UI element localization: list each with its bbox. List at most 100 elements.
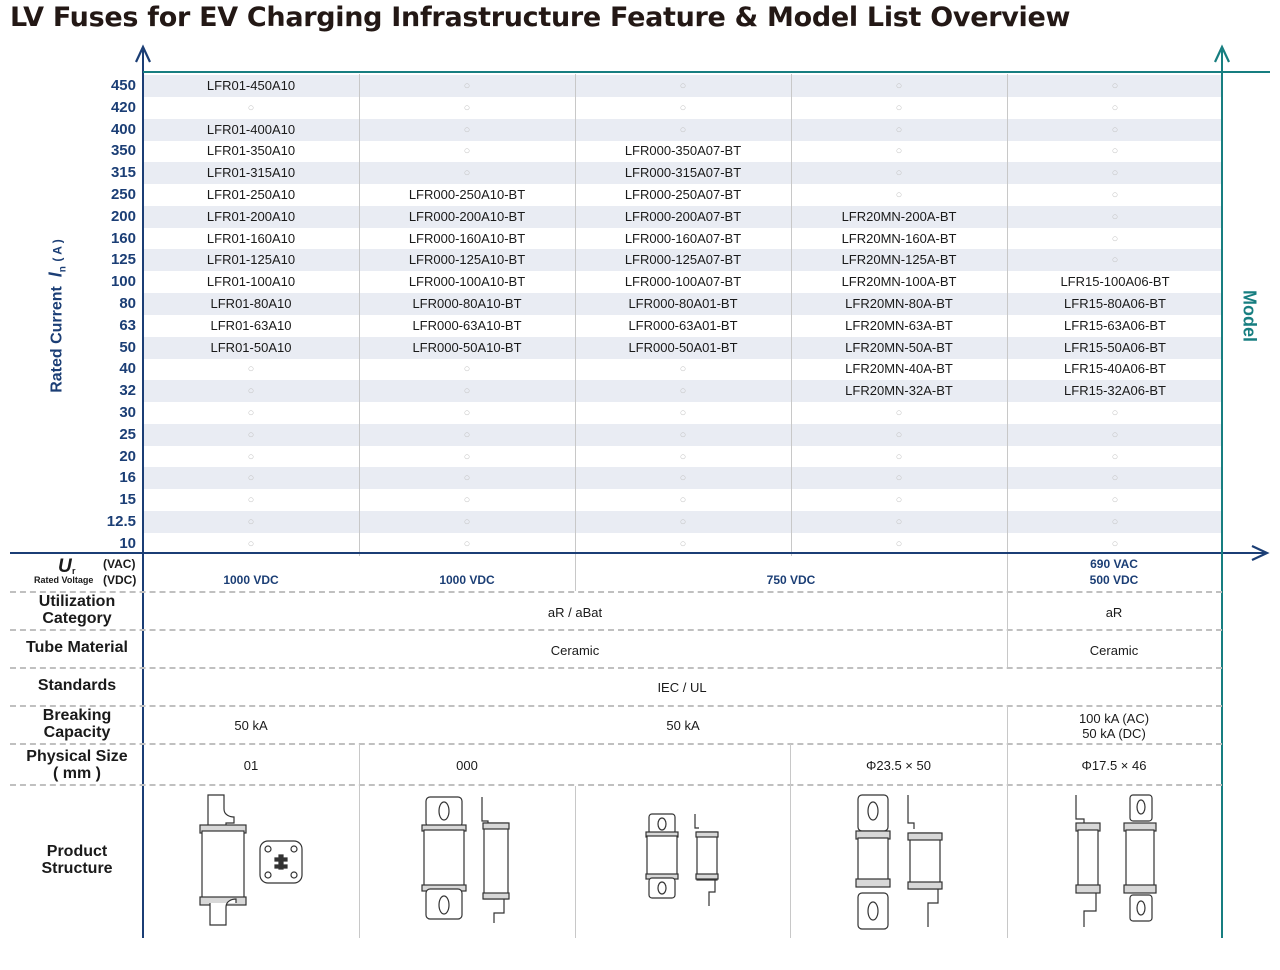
model-cell: LFR20MN-50A-BT (845, 339, 953, 355)
standards-value: IEC / UL (657, 680, 707, 695)
unavailable-marker: ○ (247, 516, 255, 528)
voltage-symbol: U (58, 556, 72, 577)
model-cell: LFR15-100A06-BT (1060, 274, 1170, 290)
unavailable-marker: ○ (1111, 450, 1119, 463)
rated-current-tick: 125 (110, 251, 136, 269)
voltage-unit-ac: (VAC) (103, 557, 136, 571)
rated-current-tick: 400 (110, 120, 136, 138)
model-cell: LFR20MN-160A-BT (841, 230, 957, 246)
unavailable-marker: ○ (463, 537, 471, 550)
column-separator (359, 74, 360, 556)
unavailable-marker: ○ (463, 123, 471, 136)
model-cell: LFR20MN-100A-BT (841, 274, 957, 290)
unavailable-marker: ○ (895, 189, 903, 201)
unavailable-marker: ○ (1111, 101, 1119, 114)
rated-current-label: Rated Current In ( A ) (45, 239, 69, 393)
rated-current-tick: 25 (119, 425, 136, 443)
unavailable-marker: ○ (895, 407, 903, 419)
rated-current-tick: 30 (119, 404, 136, 421)
column-separator (1007, 74, 1008, 556)
unavailable-marker: ○ (1111, 123, 1119, 136)
row-divider (10, 743, 1222, 745)
unavailable-marker: ○ (895, 101, 903, 114)
row-divider (10, 784, 1222, 786)
unavailable-marker: ○ (1111, 254, 1119, 267)
breaking-label: Breaking Capacity (42, 707, 112, 741)
model-cell: LFR000-125A07-BT (624, 252, 742, 268)
model-cell: LFR01-450A10 (206, 78, 296, 93)
column-separator (575, 74, 576, 556)
model-cell: LFR20MN-125A-BT (841, 252, 957, 268)
model-cell: LFR01-350A10 (206, 143, 296, 159)
unavailable-marker: ○ (679, 101, 687, 114)
breaking-value: 50 kA (DC) (1082, 726, 1146, 741)
unavailable-marker: ○ (247, 101, 255, 114)
voltage-caption: Rated Voltage (34, 575, 94, 585)
unavailable-marker: ○ (247, 494, 255, 507)
rated-current-tick: 200 (110, 207, 136, 225)
tube-label: Tube Material (26, 639, 128, 656)
unavailable-marker: ○ (679, 472, 687, 485)
unavailable-marker: ○ (895, 494, 903, 507)
model-cell: LFR000-250A07-BT (624, 187, 742, 202)
model-cell: LFR000-80A10-BT (412, 296, 522, 311)
row-stripe (143, 75, 1221, 97)
column-separator (575, 786, 576, 938)
voltage-value: 690 VAC (1090, 557, 1138, 571)
row-divider (10, 667, 1222, 669)
model-cell: LFR000-250A10-BT (408, 187, 526, 202)
unavailable-marker: ○ (895, 80, 903, 92)
unavailable-marker: ○ (895, 123, 903, 136)
unavailable-marker: ○ (895, 167, 903, 180)
model-cell: LFR000-100A07-BT (624, 274, 742, 290)
row-stripe (143, 380, 1221, 403)
model-cell: LFR01-50A10 (210, 339, 292, 355)
model-cell: LFR20MN-40A-BT (845, 361, 953, 377)
unavailable-marker: ○ (1111, 516, 1119, 528)
tube-value: Ceramic (550, 643, 600, 658)
utilization-value: aR / aBat (547, 605, 603, 620)
rated-current-tick: 100 (110, 273, 136, 291)
unavailable-marker: ○ (679, 385, 687, 398)
row-stripe (143, 511, 1221, 533)
model-cell: LFR01-125A10 (206, 252, 296, 268)
model-cell: LFR01-400A10 (206, 121, 296, 137)
model-cell: LFR000-200A10-BT (408, 208, 526, 224)
utilization-value: aR (1105, 605, 1123, 620)
model-cell: LFR000-160A10-BT (408, 230, 526, 246)
unavailable-marker: ○ (1111, 494, 1119, 507)
rated-current-tick: 315 (110, 164, 136, 182)
size-value: Φ23.5 × 50 (866, 758, 931, 773)
unavailable-marker: ○ (463, 101, 471, 114)
unavailable-marker: ○ (247, 385, 255, 398)
unavailable-marker: ○ (247, 428, 255, 441)
unavailable-marker: ○ (895, 145, 903, 158)
unavailable-marker: ○ (247, 363, 255, 376)
model-cell: LFR000-100A10-BT (408, 274, 526, 290)
voltage-value: 750 VDC (766, 573, 816, 587)
unavailable-marker: ○ (1111, 145, 1119, 158)
breaking-value: 50 kA (234, 718, 268, 733)
rated-current-tick: 10 (119, 534, 136, 552)
row-divider (10, 591, 1222, 593)
fuse-nh01-drawing (199, 794, 303, 926)
unavailable-marker: ○ (1111, 167, 1119, 180)
unavailable-marker: ○ (679, 450, 687, 463)
row-stripe (143, 293, 1221, 315)
voltage-subscript: r (72, 566, 76, 576)
fuse-nh000-drawing (421, 796, 510, 923)
rated-current-tick: 32 (119, 382, 136, 400)
size-value: 000 (456, 758, 478, 773)
fuse-lfr15-drawing (1075, 794, 1157, 927)
rated-current-tick: 40 (119, 360, 136, 378)
model-axis-arrow (1214, 44, 1230, 63)
tube-value: Ceramic (1089, 643, 1139, 658)
unavailable-marker: ○ (463, 494, 471, 507)
column-separator (359, 744, 360, 938)
column-separator (1007, 555, 1008, 667)
unavailable-marker: ○ (895, 537, 903, 550)
size-value: 01 (243, 758, 259, 773)
unavailable-marker: ○ (679, 123, 687, 136)
breaking-value: 50 kA (666, 718, 700, 733)
